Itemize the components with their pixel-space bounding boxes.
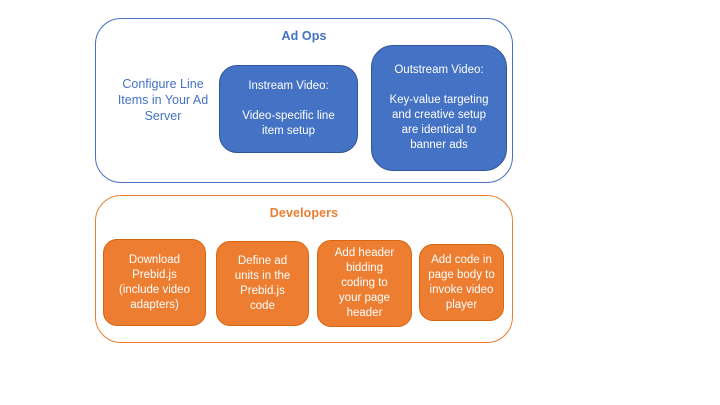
step-download-prebid-box: Download Prebid.js (include video adapte… bbox=[103, 239, 206, 326]
step-add-page-body-code-box: Add code in page body to invoke video pl… bbox=[419, 244, 504, 321]
developers-group-title: Developers bbox=[269, 206, 339, 220]
step-define-ad-units-box: Define ad units in the Prebid.js code bbox=[216, 241, 309, 326]
instream-video-box-body: Video-specific line item setup bbox=[242, 110, 335, 137]
ad-ops-group: Ad Ops Configure Line Items in Your Ad S… bbox=[95, 18, 513, 183]
configure-line-items-note: Configure Line Items in Your Ad Server bbox=[117, 77, 209, 123]
ad-ops-group-title: Ad Ops bbox=[281, 29, 327, 43]
instream-video-box-title: Instream Video: bbox=[248, 80, 329, 92]
outstream-video-box-title: Outstream Video: bbox=[394, 64, 484, 76]
outstream-video-box-body: Key-value targeting and creative setup a… bbox=[389, 94, 489, 151]
instream-video-box: Instream Video: Video-specific line item… bbox=[219, 65, 358, 153]
developers-group: Developers Download Prebid.js (include v… bbox=[95, 195, 513, 343]
step-add-header-bidding-box: Add header bidding coding to your page h… bbox=[317, 240, 412, 327]
outstream-video-box: Outstream Video: Key-value targeting and… bbox=[371, 45, 507, 171]
